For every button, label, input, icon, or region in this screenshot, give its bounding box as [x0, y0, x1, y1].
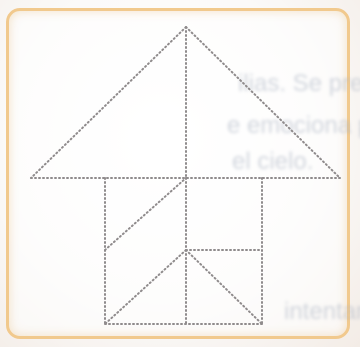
roof-triangle	[31, 27, 340, 178]
tangram-inner-pieces	[105, 178, 262, 324]
